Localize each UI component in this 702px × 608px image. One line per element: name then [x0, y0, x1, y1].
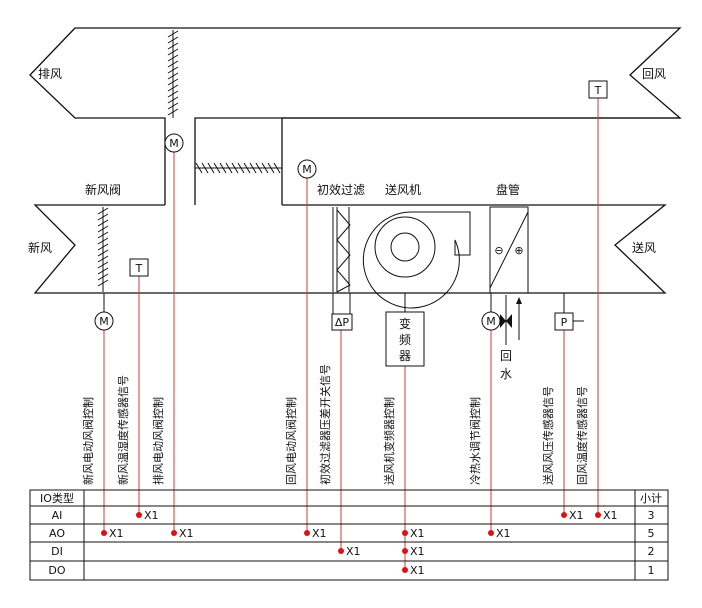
- io-mark-di: X1: [338, 545, 361, 558]
- return-upper-duct: [281, 117, 680, 205]
- signal-label: 送风风压传感器信号: [541, 386, 555, 485]
- signal-label: 冷热水调节阀控制: [468, 397, 482, 485]
- return-air-temp-sensor: T: [588, 80, 608, 99]
- exhaust-return-duct: [29, 27, 682, 205]
- supply-fan: [362, 211, 471, 309]
- return-air-label: 回风: [642, 67, 666, 81]
- svg-text:X1: X1: [410, 527, 425, 540]
- svg-text:X1: X1: [179, 527, 194, 540]
- svg-text:X1: X1: [410, 545, 425, 558]
- vfd: 变频器: [385, 293, 425, 367]
- fresh-air-label: 新风: [28, 240, 52, 255]
- primary-filter: [332, 207, 351, 293]
- primary-filter-label: 初效过滤: [317, 182, 365, 197]
- signal-lines: [103, 98, 599, 570]
- svg-text:X1: X1: [144, 509, 159, 522]
- coil-label: 盘管: [496, 182, 520, 197]
- motor-icon: M: [486, 315, 496, 328]
- io-mark-ai: X1: [136, 509, 159, 522]
- svg-text:X1: X1: [569, 509, 584, 522]
- exhaust-damper-actuator: M: [164, 133, 184, 153]
- motor-icon: M: [99, 315, 109, 328]
- signal-labels: 新风电动风阀控制 新风温湿度传感器信号 排风电动风阀控制 回风电动风阀控制 初效过滤器压…: [81, 364, 589, 485]
- signal-label: 新风电动风阀控制: [81, 397, 95, 485]
- io-mark-di: X1: [402, 545, 425, 558]
- signal-label: 回风电动风阀控制: [284, 397, 298, 485]
- subtotal-header: 小计: [640, 492, 662, 505]
- fresh-air-damper: [97, 207, 109, 292]
- io-mark-ao: X1: [304, 527, 327, 540]
- signal-label: 初效过滤器压差开关信号: [318, 364, 332, 485]
- svg-text:X1: X1: [410, 564, 425, 577]
- svg-text:X1: X1: [109, 527, 124, 540]
- connecting-damper: [195, 162, 282, 174]
- io-mark-ao: X1: [488, 527, 511, 540]
- io-type-ai: AI: [52, 509, 63, 522]
- io-type-ao: AO: [49, 527, 65, 540]
- io-table: IO类型 小计 AI AO DI DO 3 5 2 1: [29, 489, 669, 581]
- svg-text:X1: X1: [496, 527, 511, 540]
- coil-minus-icon: ⊖: [494, 244, 503, 257]
- pressure-sensor-icon: P: [561, 316, 568, 329]
- io-mark-ai: X1: [595, 509, 618, 522]
- subtotal-ao: 5: [648, 527, 655, 540]
- return-damper-actuator: M: [297, 159, 317, 179]
- io-type-do: DO: [48, 564, 65, 577]
- io-type-di: DI: [51, 545, 63, 558]
- coil-plus-icon: ⊕: [514, 244, 523, 257]
- exhaust-damper: [167, 30, 179, 118]
- supply-fan-label: 送风机: [385, 182, 421, 197]
- exhaust-air-label: 排风: [38, 67, 62, 81]
- supply-pressure-sensor: P: [554, 293, 584, 331]
- io-type-header: IO类型: [40, 491, 74, 505]
- supply-duct: [33, 204, 667, 294]
- signal-label: 送风机变频器控制: [382, 397, 396, 485]
- svg-text:X1: X1: [346, 545, 361, 558]
- io-mark-ao: X1: [402, 527, 425, 540]
- io-mark-ao: X1: [171, 527, 194, 540]
- subtotal-di: 2: [648, 545, 655, 558]
- fresh-damper-actuator: M: [94, 293, 114, 331]
- coil: ⊖ ⊕: [489, 206, 529, 294]
- subtotal-ai: 3: [648, 509, 655, 522]
- filter-dp-switch: ΔP: [331, 293, 353, 331]
- motor-icon: M: [169, 137, 179, 150]
- svg-text:X1: X1: [603, 509, 618, 522]
- signal-label: 回风温度传感器信号: [575, 386, 589, 485]
- chilled-water-valve: M 回水: [481, 293, 522, 381]
- diff-pressure-icon: ΔP: [335, 316, 350, 329]
- fresh-air-temp-sensor: T: [129, 258, 149, 277]
- fresh-damper-label: 新风阀: [85, 182, 121, 197]
- signal-label: 排风电动风阀控制: [151, 397, 165, 485]
- io-mark-ao: X1: [101, 527, 124, 540]
- io-mark-do: X1: [402, 564, 425, 577]
- temperature-sensor-icon: T: [594, 84, 602, 97]
- temperature-sensor-icon: T: [135, 262, 143, 275]
- return-water-label: 回水: [500, 349, 512, 381]
- io-mark-ai: X1: [561, 509, 584, 522]
- supply-air-label: 送风: [632, 240, 656, 255]
- signal-label: 新风温湿度传感器信号: [116, 375, 130, 485]
- subtotal-do: 1: [648, 564, 655, 577]
- motor-icon: M: [302, 163, 312, 176]
- svg-text:X1: X1: [312, 527, 327, 540]
- vfd-label: 变频器: [399, 316, 411, 363]
